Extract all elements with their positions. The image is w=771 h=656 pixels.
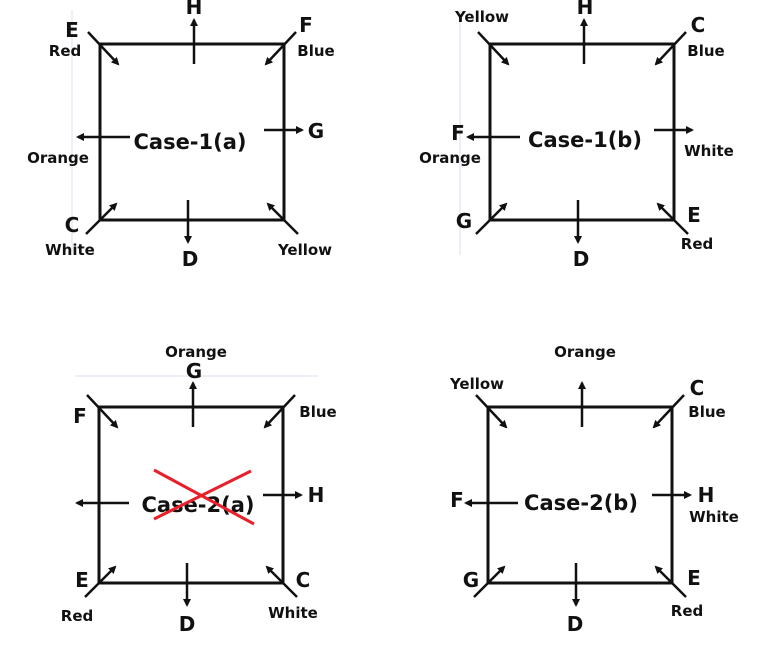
label-top-color: Orange bbox=[165, 343, 227, 361]
label-br-color: Yellow bbox=[277, 241, 332, 259]
label-right-color: White bbox=[684, 142, 734, 160]
label-tr-letter: F bbox=[299, 13, 313, 37]
label-br-color: Red bbox=[681, 235, 713, 253]
cube-face-square bbox=[488, 42, 676, 222]
label-tl-letter: F bbox=[73, 404, 87, 428]
label-top-color: Orange bbox=[554, 343, 616, 361]
label-bl-letter: C bbox=[65, 213, 80, 237]
arrow-bottom-right-inward-icon bbox=[656, 202, 689, 235]
label-tr-color: Blue bbox=[688, 403, 725, 421]
label-left-color: Orange bbox=[27, 149, 89, 167]
arrow-top-right-inward-icon bbox=[652, 394, 685, 429]
label-bl-letter: G bbox=[463, 568, 479, 592]
label-left-color: Orange bbox=[419, 149, 481, 167]
label-tl-color: Yellow bbox=[454, 8, 509, 26]
label-tr-color: Blue bbox=[299, 403, 336, 421]
label-bottom: D bbox=[573, 247, 590, 271]
cube-face-square bbox=[98, 42, 286, 222]
arrow-top-left-inward-icon bbox=[477, 31, 510, 66]
label-tr-letter: C bbox=[690, 376, 705, 400]
cross-out-mark bbox=[153, 469, 252, 521]
arrow-top-right-inward-icon bbox=[263, 394, 296, 429]
arrow-top-left-inward-icon bbox=[86, 394, 119, 429]
label-top: H bbox=[577, 0, 594, 19]
label-tl-letter: E bbox=[65, 18, 79, 42]
label-tl-color: Red bbox=[49, 42, 81, 60]
case-title: Case-1(a) bbox=[133, 130, 246, 154]
case-title: Case-2(b) bbox=[524, 491, 638, 515]
label-tl-color: Yellow bbox=[449, 375, 504, 393]
arrow-bottom-right-inward-icon bbox=[266, 202, 299, 235]
arrow-bottom-right-inward-icon bbox=[654, 565, 687, 598]
label-bl-letter: G bbox=[456, 209, 472, 233]
arrow-bottom-left-inward-icon bbox=[84, 565, 117, 598]
label-right: G bbox=[308, 119, 324, 143]
arrow-bottom-left-inward-icon bbox=[85, 202, 118, 235]
label-right: H bbox=[308, 483, 325, 507]
arrow-bottom-left-inward-icon bbox=[475, 202, 508, 235]
label-bl-color: Red bbox=[61, 607, 93, 625]
label-br-letter: E bbox=[687, 203, 701, 227]
label-top: G bbox=[186, 359, 202, 383]
label-bl-color: White bbox=[45, 241, 95, 259]
label-br-color: White bbox=[268, 604, 318, 622]
label-tr-color: Blue bbox=[297, 42, 334, 60]
case-title: Case-1(b) bbox=[528, 128, 642, 152]
label-left: F bbox=[451, 121, 465, 145]
arrow-bottom-right-inward-icon bbox=[265, 565, 298, 598]
label-tr-color: Blue bbox=[687, 42, 724, 60]
label-bottom: D bbox=[179, 612, 196, 636]
label-bl-letter: E bbox=[75, 568, 89, 592]
label-br-letter: C bbox=[296, 568, 311, 592]
arrow-top-left-inward-icon bbox=[87, 31, 120, 66]
label-right-color: White bbox=[689, 508, 739, 526]
arrow-bottom-left-inward-icon bbox=[473, 565, 506, 598]
label-tr-letter: C bbox=[691, 13, 706, 37]
label-right: H bbox=[698, 483, 715, 507]
label-top: H bbox=[186, 0, 203, 19]
arrow-top-right-inward-icon bbox=[654, 31, 687, 66]
arrow-top-left-inward-icon bbox=[475, 394, 508, 429]
label-br-letter: E bbox=[687, 566, 701, 590]
label-left: F bbox=[450, 488, 464, 512]
arrow-top-right-inward-icon bbox=[264, 31, 297, 66]
cross-out-mark bbox=[153, 468, 255, 526]
label-br-color: Red bbox=[671, 602, 703, 620]
label-bottom: D bbox=[567, 612, 584, 636]
label-bottom: D bbox=[182, 247, 199, 271]
